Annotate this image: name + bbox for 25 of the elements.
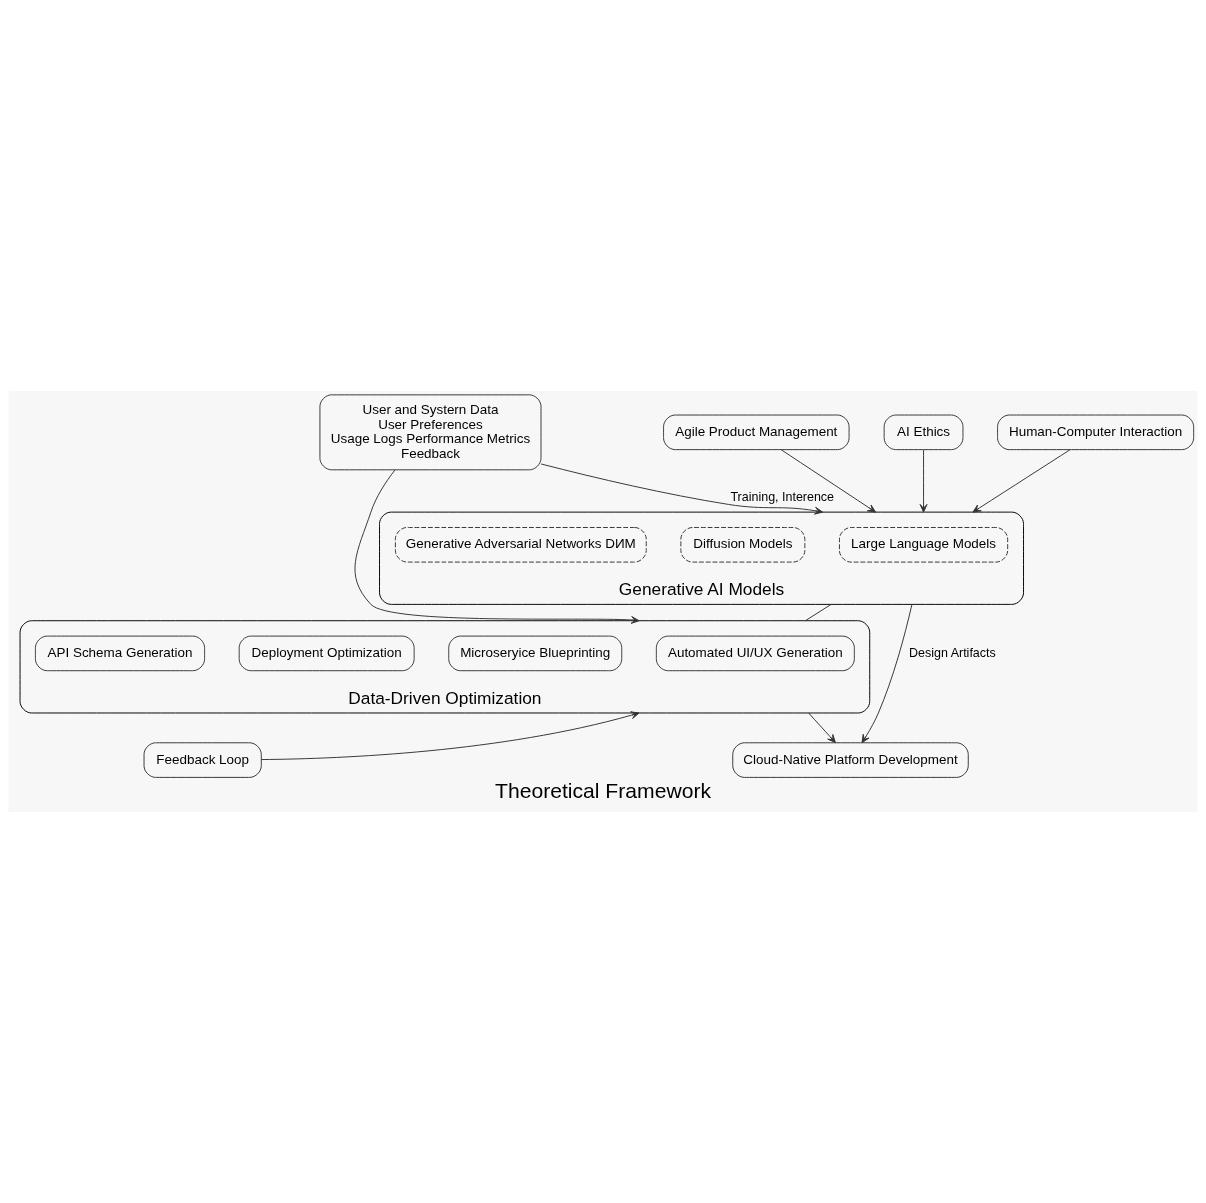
node-box: API Schema Generation [34,635,206,672]
node-box: Automated UI/UX Generation [655,635,855,672]
connector [804,603,832,622]
node-box: Generative Adversarial Networks DИM [394,527,647,563]
arrow [261,711,640,761]
arrow [808,712,836,743]
node-box: Agile Product Management [663,414,850,451]
node-box: Feedback Loop [143,742,262,778]
arrow [540,463,824,515]
node-box: Human-Computer Interaction [997,414,1195,451]
node-box: Microseryice Blueprinting [448,635,623,672]
node-box: Deployment Optimization [238,635,415,672]
node-box: AI Ethics [883,414,964,451]
arrow [861,603,913,744]
node-box: User and Systern Data User Preferences Usage Logs Performance Metrics Feedback [319,394,542,471]
arrow [972,449,1071,513]
caption: Theoretical Framework [494,779,712,803]
node-box: Large Language Models [838,527,1009,563]
arrow [780,449,877,513]
edge-label: Training, Interence [730,489,835,504]
node-box: Cloud-Native Platform Development [732,742,969,778]
edge-label: Design Artifacts [909,645,996,660]
node-box: Diffusion Models [680,527,806,563]
arrow [919,449,928,513]
arrow [354,469,640,624]
